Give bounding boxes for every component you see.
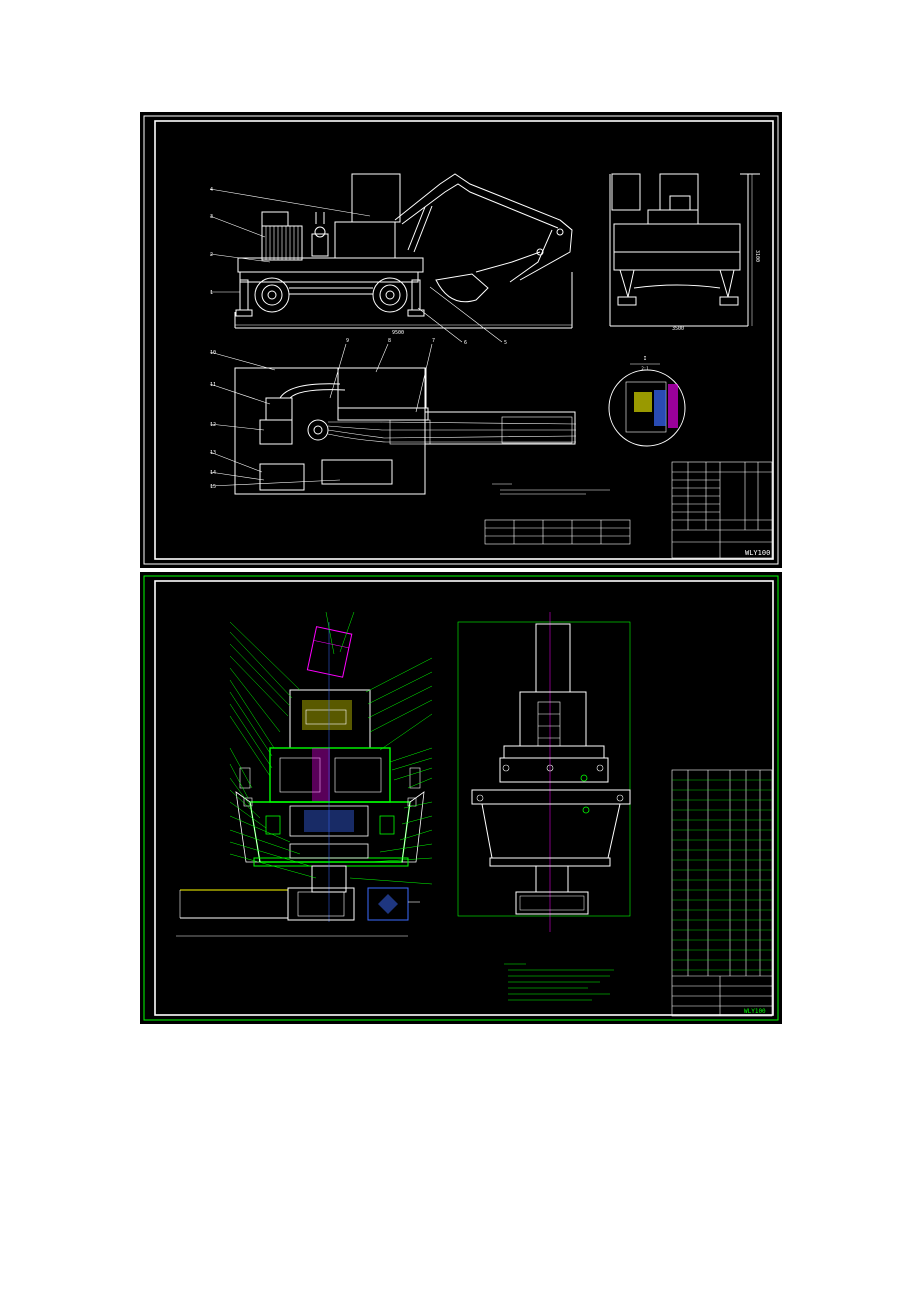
dimension-front: 3500 (672, 326, 684, 332)
balloon-14: 14 (210, 470, 216, 476)
drawing-sheet-2: WLY100 (140, 572, 782, 1024)
technical-notes-2 (504, 963, 614, 1001)
balloon-8: 8 (388, 338, 391, 344)
technical-notes (492, 483, 610, 495)
section-leaders-left (229, 621, 317, 879)
drawing-sheet-1: 9500 1 2 3 4 5 6 3500 3100 (140, 112, 782, 568)
section-label: I (643, 356, 646, 362)
section-view (176, 622, 425, 937)
side-view-leaders (209, 188, 503, 343)
dimension-height: 3100 (754, 250, 760, 262)
inner-frame (154, 120, 774, 560)
sheet-2-drawing: WLY100 (143, 575, 779, 1021)
balloon-1: 1 (210, 290, 213, 296)
parts-list-rows (672, 779, 772, 971)
sheet-1-drawing: 9500 1 2 3 4 5 6 3500 3100 (143, 115, 779, 565)
balloon-12: 12 (210, 422, 216, 428)
balloon-5: 5 (504, 340, 507, 346)
plan-view-leaders (209, 343, 433, 487)
section-detail (608, 363, 686, 447)
balloon-10: 10 (210, 350, 216, 356)
balloon-4: 4 (210, 187, 213, 193)
balloon-9: 9 (346, 338, 349, 344)
balloon-6: 6 (464, 340, 467, 346)
sheet-1-drawing-code: WLY100 (745, 549, 770, 557)
parts-list-2 (671, 769, 773, 1017)
inner-frame-2 (154, 580, 774, 1016)
outer-frame-2 (143, 575, 779, 1021)
balloon-11: 11 (210, 382, 216, 388)
balloon-7: 7 (432, 338, 435, 344)
dimension-side: 9500 (392, 330, 404, 336)
outer-frame (143, 115, 779, 565)
side-view (234, 173, 573, 329)
balloon-13: 13 (210, 450, 216, 456)
section-scale: 2:1 (641, 366, 649, 371)
front-view (609, 173, 760, 327)
balloon-15: 15 (210, 484, 216, 490)
sheet-2-drawing-code: WLY100 (744, 1008, 766, 1015)
plan-view-hoses (327, 416, 577, 445)
parameter-table (484, 519, 631, 545)
balloon-3: 3 (210, 214, 213, 220)
balloon-2: 2 (210, 252, 213, 258)
title-block (671, 461, 773, 559)
section-leaders-right (325, 611, 433, 885)
plan-view (234, 367, 576, 495)
external-view (457, 612, 631, 932)
